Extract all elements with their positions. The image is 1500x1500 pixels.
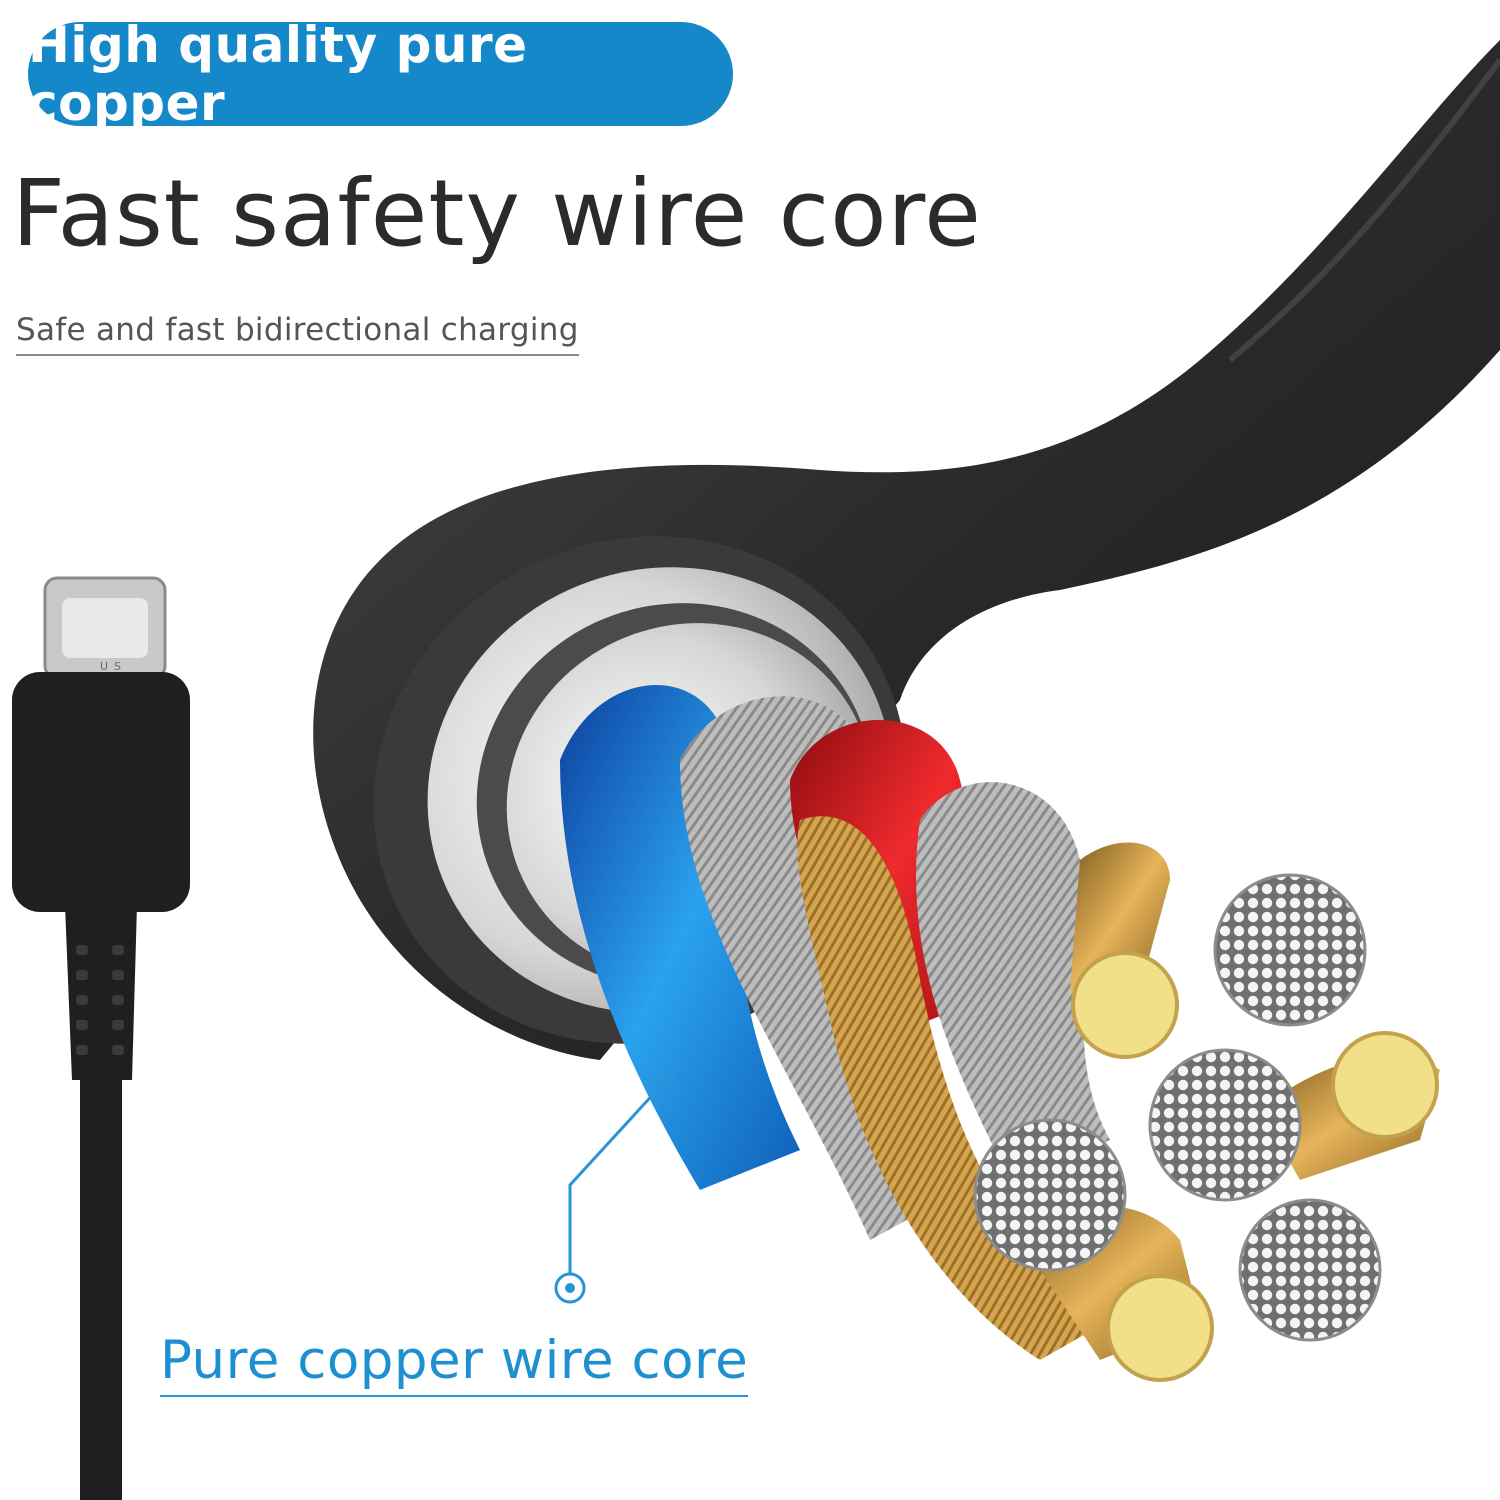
callout-leader [568,1063,682,1285]
page-title: Fast safety wire core [12,160,982,267]
strand-end-2 [1148,1048,1302,1202]
strand-end-4 [1238,1198,1382,1342]
connector-housing [12,672,190,912]
copper-end-2 [1331,1031,1439,1139]
copper-end-3 [1106,1274,1214,1382]
connector-mark: US [100,660,128,673]
blue-wire [560,685,800,1190]
feature-badge: High quality pure copper [28,16,733,132]
usb-cable [80,1075,122,1500]
callout-label: Pure copper wire core [160,1330,749,1397]
strand-end-3 [973,1118,1127,1272]
strand-end-1 [1213,873,1367,1027]
strain-relief [65,905,137,1080]
feature-badge-label: High quality pure copper [28,16,528,132]
copper-end-1 [1071,951,1179,1059]
page-subtitle: Safe and fast bidirectional charging [16,312,579,356]
copper-ribbon [797,816,1110,1360]
